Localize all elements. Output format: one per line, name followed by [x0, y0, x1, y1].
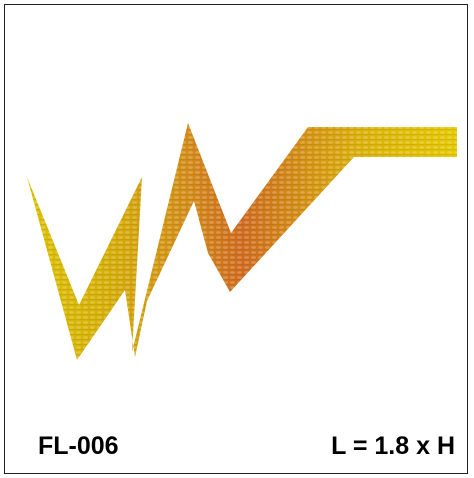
zigzag-ribbon-icon	[27, 123, 457, 360]
size-ratio: L = 1.8 x H	[331, 432, 455, 460]
ribbon-shape	[27, 123, 457, 360]
sample-card: FL-006 L = 1.8 x H	[4, 4, 468, 474]
product-code: FL-006	[38, 432, 119, 460]
